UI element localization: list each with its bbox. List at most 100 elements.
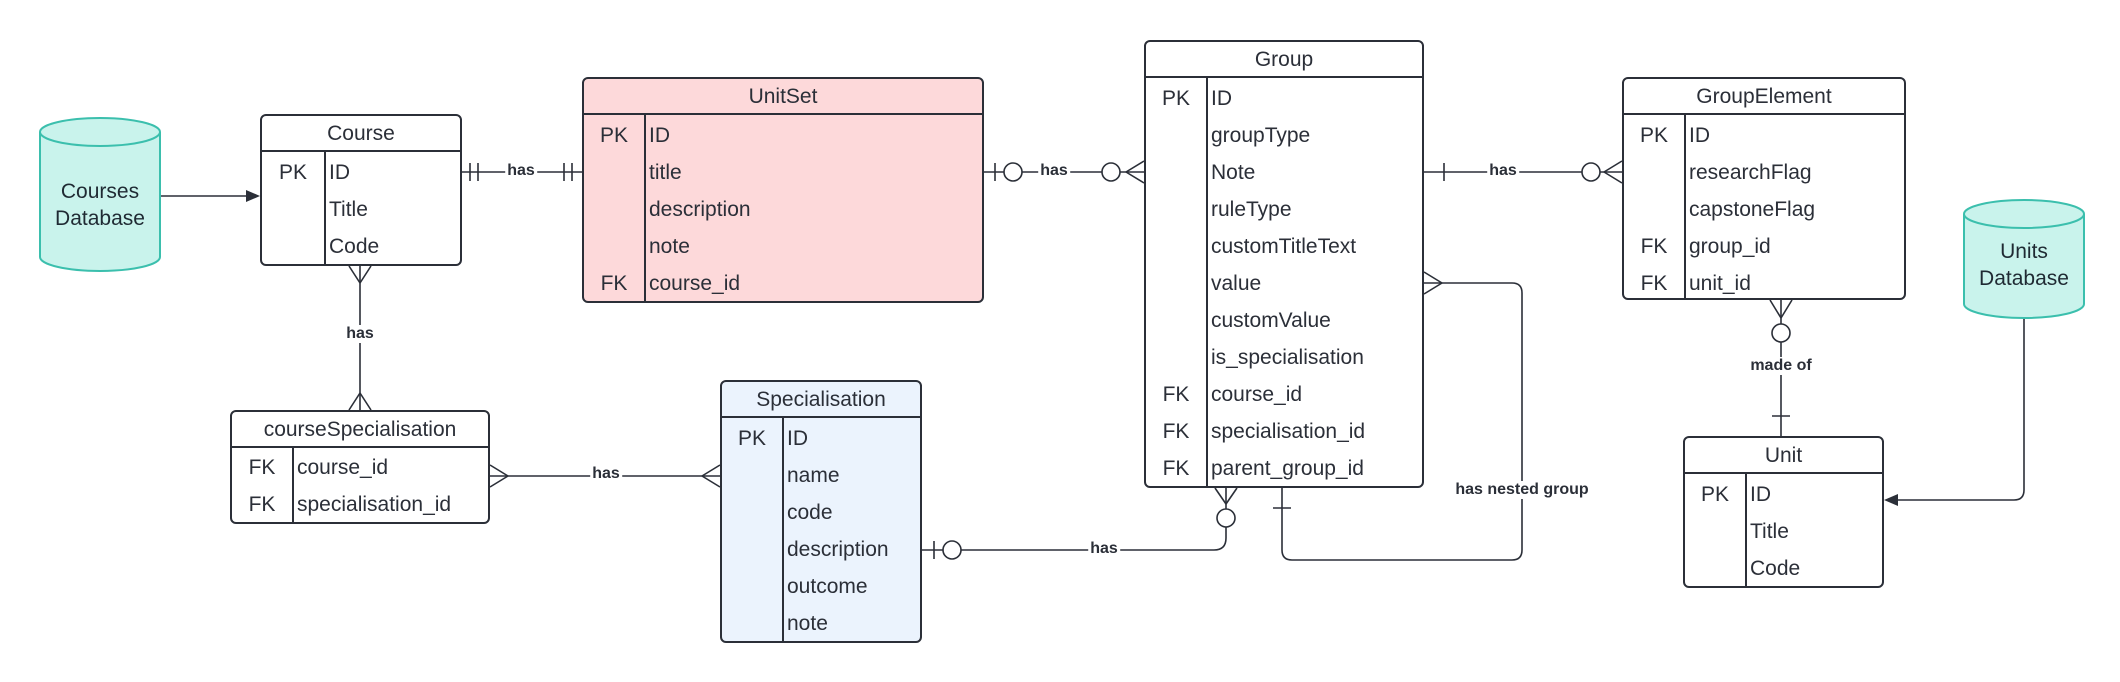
key-cell: PK	[737, 427, 766, 450]
column-divider	[292, 448, 294, 522]
field-name: group_id	[1689, 235, 1771, 258]
attribute-row: Code	[1685, 550, 1882, 586]
field-name: capstoneFlag	[1689, 198, 1816, 221]
field-name: researchFlag	[1689, 161, 1812, 184]
field-name: course_id	[1211, 383, 1303, 406]
field-name: ID	[649, 124, 670, 147]
crowsfoot-icon	[1214, 487, 1238, 505]
attribute-row: name	[722, 457, 920, 494]
arrowhead-icon	[246, 190, 260, 202]
one-mark-icon	[563, 163, 573, 181]
attribute-row: PK ID	[1624, 117, 1904, 154]
attribute-row: code	[722, 494, 920, 531]
column-divider	[1745, 474, 1747, 586]
attribute-row: customValue	[1146, 302, 1422, 339]
attribute-row: capstoneFlag	[1624, 191, 1904, 228]
field-name: unit_id	[1689, 272, 1751, 295]
crowsfoot-icon	[348, 265, 372, 284]
relationship-label-coursespec-spec: has	[590, 465, 622, 483]
field-name: ID	[1750, 483, 1771, 506]
zero-mark-icon	[1101, 162, 1121, 182]
attribute-row: outcome	[722, 568, 920, 605]
key-cell: PK	[1700, 483, 1729, 506]
attribute-row: Title	[262, 191, 460, 228]
attribute-row: Note	[1146, 154, 1422, 191]
field-name: ID	[787, 427, 808, 450]
field-name: note	[787, 612, 828, 635]
relationship-label-group-groupelement: has	[1487, 162, 1519, 180]
key-cell: FK	[248, 493, 276, 516]
key-cell: PK	[278, 161, 307, 184]
field-name: name	[787, 464, 840, 487]
entity-body: PK ID name code description outcome note	[722, 418, 920, 641]
field-name: ID	[329, 161, 350, 184]
key-cell: FK	[1162, 457, 1190, 480]
key-cell: FK	[1640, 272, 1668, 295]
field-name: note	[649, 235, 690, 258]
one-mark-icon	[469, 163, 479, 181]
key-cell: PK	[1639, 124, 1668, 147]
column-divider	[644, 115, 646, 301]
field-name: ID	[1689, 124, 1710, 147]
field-name: is_specialisation	[1211, 346, 1364, 369]
relationship-label-groupelement-unit: made of	[1748, 357, 1814, 375]
attribute-row: FK group_id	[1624, 228, 1904, 265]
field-name: parent_group_id	[1211, 457, 1364, 480]
zero-mark-icon	[942, 540, 962, 560]
attribute-row: ruleType	[1146, 191, 1422, 228]
column-divider	[1206, 78, 1208, 486]
relationship-label-unitset-group: has	[1038, 162, 1070, 180]
crowsfoot-icon	[1769, 299, 1793, 319]
entity-title: UnitSet	[584, 79, 982, 115]
attribute-row: value	[1146, 265, 1422, 302]
field-name: Code	[329, 235, 380, 258]
key-cell: FK	[1640, 235, 1668, 258]
attribute-row: description	[722, 531, 920, 568]
crowsfoot-icon	[1423, 271, 1443, 295]
connector-unitsdb-unit	[1896, 318, 2025, 501]
attribute-row: note	[584, 228, 982, 265]
zero-mark-icon	[1003, 162, 1023, 182]
units-database-shape	[1963, 199, 2085, 319]
attribute-row: PK ID	[262, 154, 460, 191]
column-divider	[782, 418, 784, 641]
attribute-row: researchFlag	[1624, 154, 1904, 191]
crowsfoot-icon	[1603, 160, 1623, 184]
attribute-row: groupType	[1146, 117, 1422, 154]
entity-title: Unit	[1685, 438, 1882, 474]
field-name: ruleType	[1211, 198, 1292, 221]
field-name: description	[787, 538, 889, 561]
column-divider	[1684, 115, 1686, 298]
zero-mark-icon	[1581, 162, 1601, 182]
field-name: value	[1211, 272, 1262, 295]
field-name: outcome	[787, 575, 868, 598]
database-label: Courses Database	[55, 180, 145, 230]
field-name: Title	[329, 198, 368, 221]
field-name: Title	[1750, 520, 1789, 543]
connector-spec-group	[922, 488, 1227, 551]
crowsfoot-icon	[701, 464, 721, 488]
field-name: Note	[1211, 161, 1256, 184]
key-cell: PK	[1161, 87, 1190, 110]
crowsfoot-icon	[1125, 160, 1145, 184]
attribute-row: PK ID	[722, 420, 920, 457]
field-name: code	[787, 501, 833, 524]
field-name: groupType	[1211, 124, 1311, 147]
key-cell: FK	[600, 272, 628, 295]
units-database: Units Database	[1964, 224, 2084, 304]
relationship-label-spec-group: has	[1088, 540, 1120, 558]
